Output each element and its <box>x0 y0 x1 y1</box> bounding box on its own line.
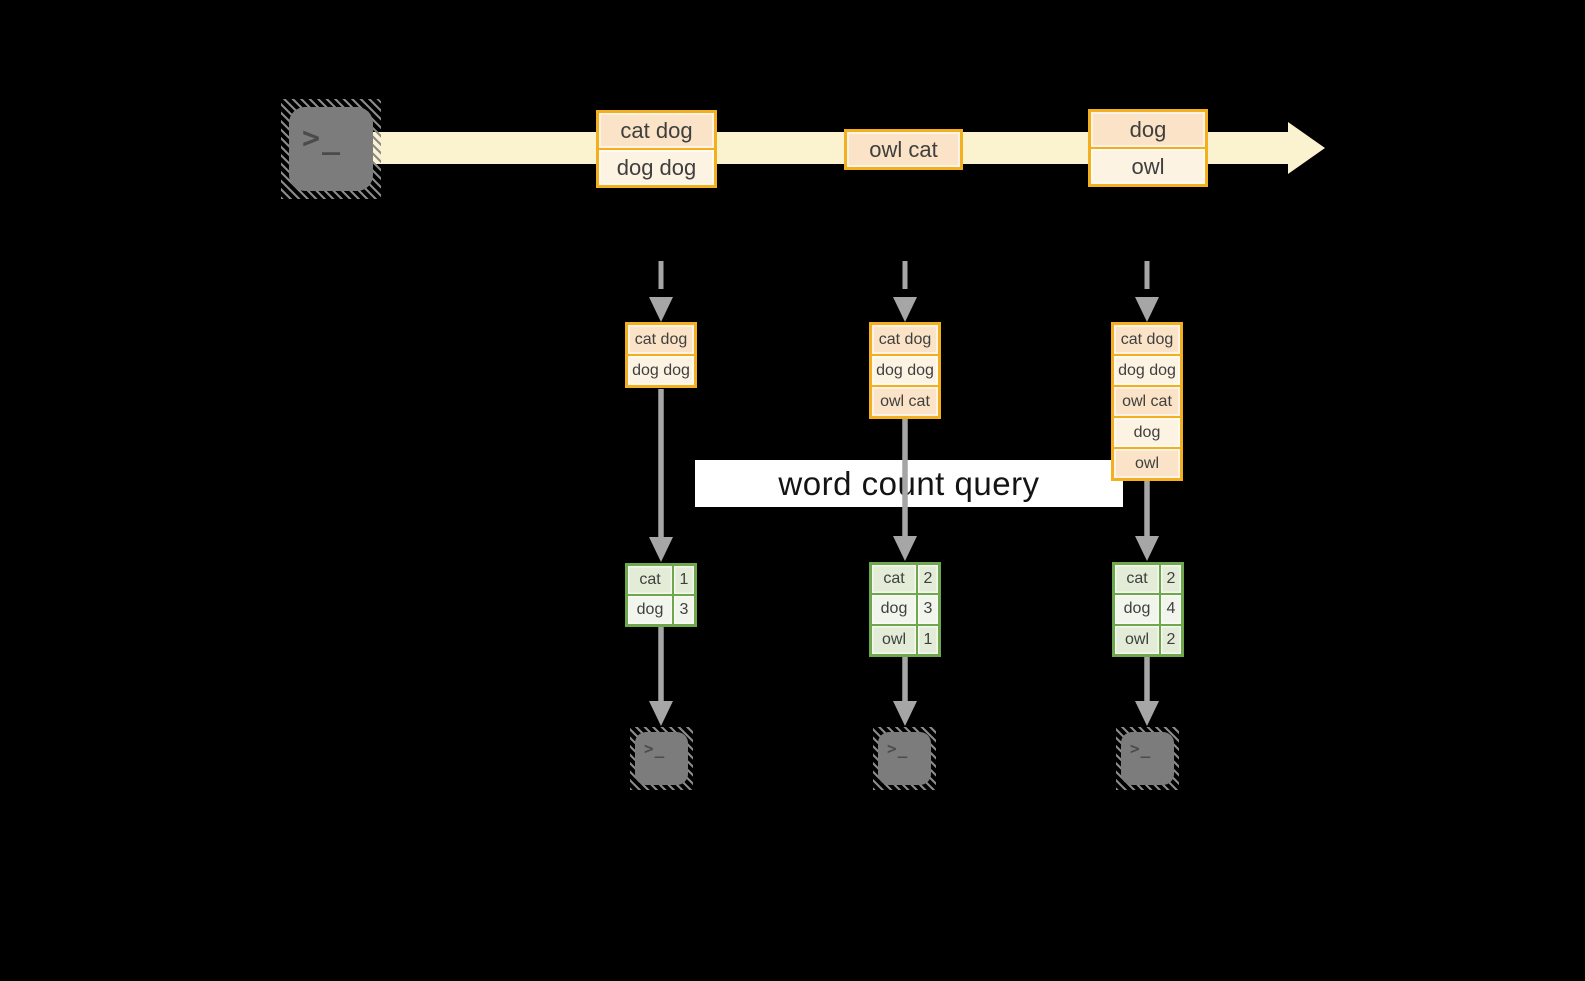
count-row: cat 2 <box>872 565 938 594</box>
down-arrow-icon <box>649 389 673 562</box>
count-row: owl 2 <box>1115 625 1181 654</box>
down-arrow-icon <box>1135 657 1159 726</box>
word-cell: dog <box>872 595 916 624</box>
word-count-table-2: cat 2 dog 3 owl 1 <box>869 562 941 657</box>
stream-record: owl cat <box>847 132 960 167</box>
buffer-row: owl <box>1114 447 1180 478</box>
source-terminal-icon: >_ <box>281 99 381 199</box>
count-row: owl 1 <box>872 625 938 654</box>
down-arrow-icon <box>893 419 917 561</box>
count-cell: 4 <box>1161 595 1181 624</box>
buffer-row: owl cat <box>872 385 938 416</box>
buffer-row: cat dog <box>1114 325 1180 354</box>
stream-record: dog dog <box>599 148 714 185</box>
count-cell: 1 <box>918 625 938 654</box>
count-row: dog 4 <box>1115 595 1181 624</box>
query-banner: word count query <box>695 460 1123 507</box>
word-count-table-3: cat 2 dog 4 owl 2 <box>1112 562 1184 657</box>
terminal-body: >_ <box>1121 732 1174 785</box>
count-row: cat 2 <box>1115 565 1181 594</box>
count-cell: 3 <box>674 596 694 624</box>
buffer-row: dog dog <box>1114 354 1180 385</box>
down-arrow-icon <box>893 657 917 726</box>
sink-terminal-icon-1: >_ <box>630 727 693 790</box>
word-cell: dog <box>628 596 672 624</box>
down-arrow-dashed-icon <box>893 261 917 322</box>
terminal-body: >_ <box>289 107 373 191</box>
terminal-prompt-glyph: >_ <box>302 121 343 156</box>
record-buffer-2: cat dog dog dog owl cat <box>869 322 941 419</box>
terminal-body: >_ <box>878 732 931 785</box>
terminal-prompt-glyph: >_ <box>644 739 666 758</box>
down-arrow-icon <box>649 627 673 726</box>
count-cell: 1 <box>674 566 694 594</box>
stream-event-2: owl cat <box>844 129 963 170</box>
word-cell: cat <box>1115 565 1159 594</box>
word-count-table-1: cat 1 dog 3 <box>625 563 697 627</box>
record-buffer-1: cat dog dog dog <box>625 322 697 388</box>
buffer-row: dog dog <box>628 354 694 385</box>
terminal-prompt-glyph: >_ <box>1130 739 1152 758</box>
stream-record: owl <box>1091 147 1205 184</box>
word-cell: owl <box>1115 625 1159 654</box>
down-arrow-icon <box>1135 481 1159 561</box>
word-cell: owl <box>872 625 916 654</box>
word-cell: cat <box>872 565 916 594</box>
sink-terminal-icon-2: >_ <box>873 727 936 790</box>
buffer-row: cat dog <box>628 325 694 354</box>
word-cell: dog <box>1115 595 1159 624</box>
count-row: cat 1 <box>628 566 694 594</box>
count-cell: 2 <box>1161 625 1181 654</box>
count-cell: 2 <box>918 565 938 594</box>
record-buffer-3: cat dog dog dog owl cat dog owl <box>1111 322 1183 481</box>
word-cell: cat <box>628 566 672 594</box>
buffer-row: dog <box>1114 416 1180 447</box>
stream-arrowhead-icon <box>1288 122 1325 174</box>
query-banner-label: word count query <box>778 464 1040 502</box>
terminal-prompt-glyph: >_ <box>887 739 909 758</box>
buffer-row: owl cat <box>1114 385 1180 416</box>
terminal-body: >_ <box>635 732 688 785</box>
count-row: dog 3 <box>872 595 938 624</box>
stream-event-1: cat dog dog dog <box>596 110 717 188</box>
stream-event-3: dog owl <box>1088 109 1208 187</box>
down-arrow-dashed-icon <box>1135 261 1159 322</box>
down-arrow-dashed-icon <box>649 261 673 322</box>
buffer-row: cat dog <box>872 325 938 354</box>
stream-record: dog <box>1091 112 1205 147</box>
sink-terminal-icon-3: >_ <box>1116 727 1179 790</box>
count-cell: 2 <box>1161 565 1181 594</box>
count-row: dog 3 <box>628 596 694 624</box>
stream-record: cat dog <box>599 113 714 148</box>
count-cell: 3 <box>918 595 938 624</box>
buffer-row: dog dog <box>872 354 938 385</box>
